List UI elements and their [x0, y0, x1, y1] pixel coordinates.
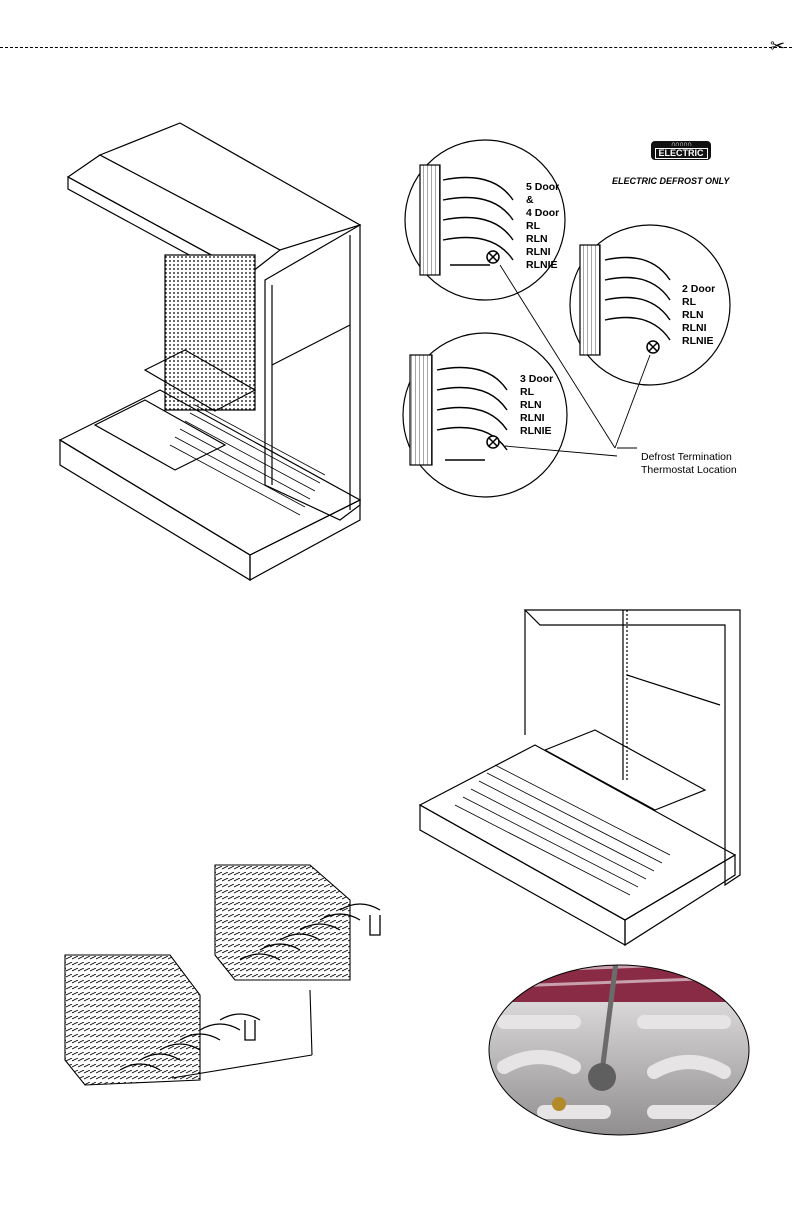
electric-defrost-note: ELECTRIC DEFROST ONLY	[612, 176, 729, 186]
electric-defrost-badge: ∩∩∩∩∩ ELECTRIC	[651, 141, 711, 160]
thermostat-photo	[484, 962, 754, 1142]
display-case-illustration-top	[40, 115, 420, 585]
coil-assembly-illustration	[60, 860, 410, 1120]
scissors-icon: ✂	[770, 37, 785, 55]
display-case-illustration-base	[415, 605, 755, 945]
cut-line	[0, 47, 792, 49]
